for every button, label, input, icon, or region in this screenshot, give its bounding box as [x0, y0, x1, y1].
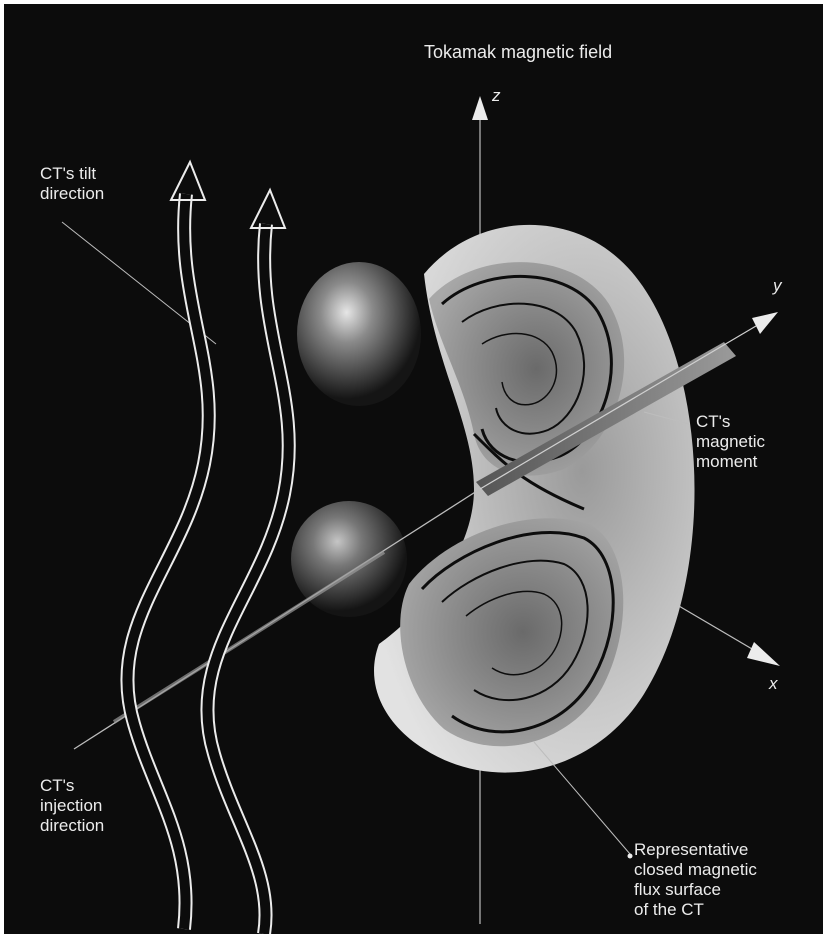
injection-direction-label: CT's injection direction [40, 776, 104, 836]
y-axis-label: y [773, 276, 782, 296]
ct-left-lobe [297, 262, 421, 406]
flux-leader-line [534, 742, 630, 854]
ct-diagram: Tokamak magnetic field z y x CT's tilt d… [4, 4, 823, 934]
x-axis-label: x [769, 674, 778, 694]
z-axis-label: z [492, 86, 501, 106]
flux-surface-label: Representative closed magnetic flux surf… [634, 840, 757, 920]
diagram-title: Tokamak magnetic field [424, 42, 612, 62]
magnetic-moment-label: CT's magnetic moment [696, 412, 765, 472]
tilt-direction-label: CT's tilt direction [40, 164, 104, 204]
z-axis-arrowhead [472, 96, 488, 120]
field-line-arrowhead-right [251, 190, 285, 228]
ct-upper-inner-lobe [429, 262, 624, 476]
x-axis-arrowhead [747, 642, 780, 666]
y-axis-arrowhead [752, 312, 778, 334]
flux-leader-dot [628, 854, 633, 859]
